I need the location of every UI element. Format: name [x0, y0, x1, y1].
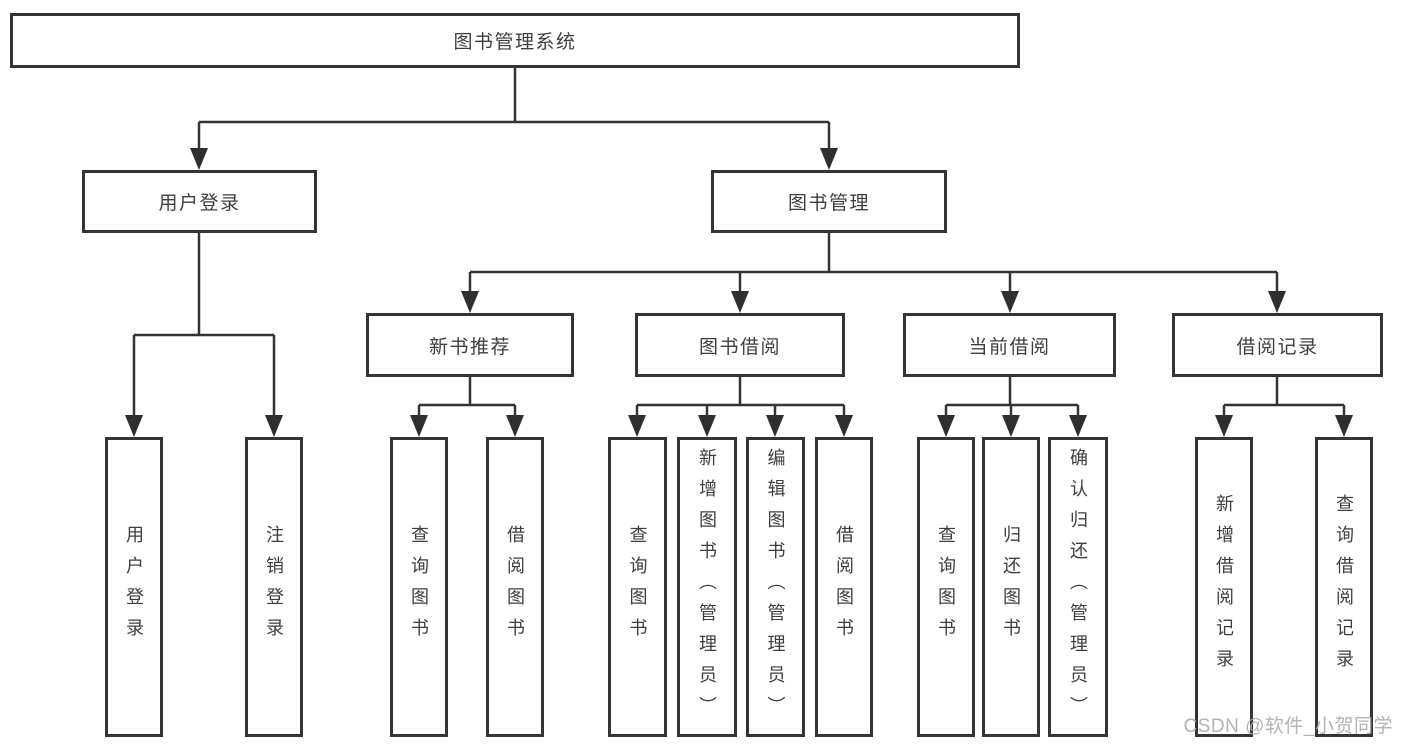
leaf-user-login-label: 用户登录	[124, 525, 144, 649]
node-current-borrowing-label: 当前借阅	[968, 336, 1051, 358]
node-user-login-label: 用户登录	[158, 193, 241, 214]
leaf-borrow-edit-books-admin-label: 编辑图书（管理员）	[765, 447, 786, 727]
node-new-book-recommend: 新书推荐	[366, 313, 574, 377]
leaf-logout-label: 注销登录	[264, 525, 284, 649]
node-book-borrowing-label: 图书借阅	[698, 336, 781, 358]
leaf-current-query-books-label: 查询图书	[936, 525, 956, 649]
node-book-borrowing: 图书借阅	[635, 313, 845, 377]
leaf-current-query-books: 查询图书	[917, 437, 975, 737]
node-root-label: 图书管理系统	[453, 32, 577, 53]
leaf-record-add-record: 新增借阅记录	[1195, 437, 1253, 737]
csdn-watermark: CSDN @软件_小贺同学	[1183, 716, 1393, 737]
leaf-user-login: 用户登录	[105, 437, 163, 737]
node-borrowing-records-label: 借阅记录	[1236, 336, 1319, 358]
leaf-borrow-edit-books-admin: 编辑图书（管理员）	[746, 437, 805, 737]
node-book-management: 图书管理	[711, 170, 947, 233]
leaf-current-return-books-label: 归还图书	[1001, 525, 1021, 649]
leaf-record-query-record: 查询借阅记录	[1315, 437, 1373, 737]
connectors-root	[190, 68, 838, 170]
leaf-newbook-query-books: 查询图书	[390, 437, 448, 737]
leaf-borrow-borrow-books-label: 借阅图书	[834, 525, 854, 649]
leaf-record-query-record-label: 查询借阅记录	[1334, 494, 1354, 680]
leaf-borrow-borrow-books: 借阅图书	[815, 437, 873, 737]
leaf-borrow-add-books-admin: 新增图书（管理员）	[677, 437, 737, 737]
leaf-current-return-books: 归还图书	[982, 437, 1040, 737]
node-book-management-label: 图书管理	[787, 193, 870, 214]
leaf-record-add-record-label: 新增借阅记录	[1214, 494, 1234, 680]
leaf-current-confirm-return-admin: 确认归还（管理员）	[1048, 437, 1108, 737]
leaf-borrow-add-books-admin-label: 新增图书（管理员）	[697, 447, 717, 727]
leaf-borrow-query-books-label: 查询图书	[627, 525, 648, 649]
node-new-book-recommend-label: 新书推荐	[428, 336, 511, 358]
connectors-book-management	[461, 233, 1286, 313]
node-root: 图书管理系统	[10, 13, 1020, 68]
leaf-borrow-query-books: 查询图书	[608, 437, 667, 737]
leaf-newbook-borrow-books: 借阅图书	[486, 437, 544, 737]
connectors-leaves	[410, 377, 1353, 437]
connectors-user-login	[125, 233, 283, 437]
leaf-logout: 注销登录	[245, 437, 303, 737]
leaf-newbook-query-books-label: 查询图书	[409, 525, 429, 649]
node-borrowing-records: 借阅记录	[1172, 313, 1383, 377]
leaf-newbook-borrow-books-label: 借阅图书	[505, 525, 525, 649]
node-current-borrowing: 当前借阅	[903, 313, 1116, 377]
node-user-login: 用户登录	[82, 170, 317, 233]
leaf-current-confirm-return-admin-label: 确认归还（管理员）	[1068, 447, 1088, 727]
